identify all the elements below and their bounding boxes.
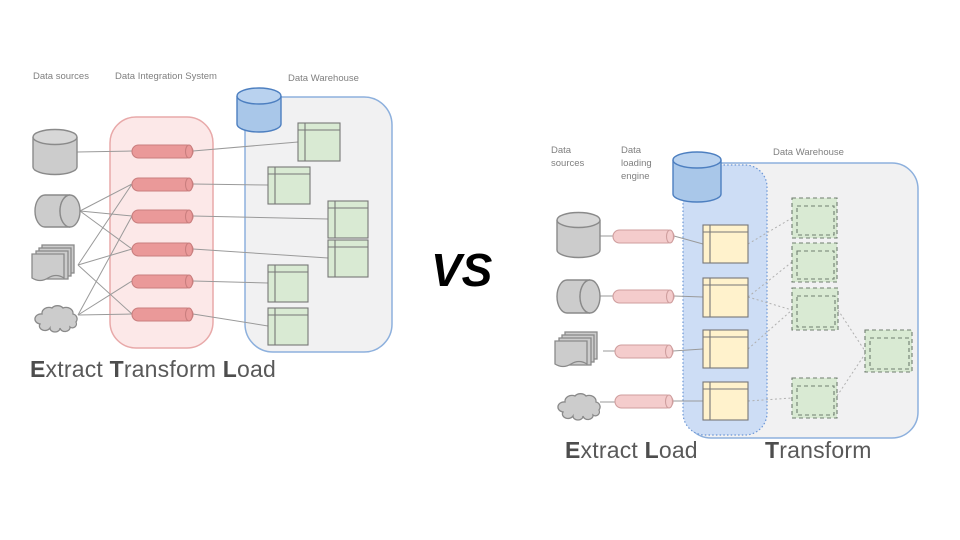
vs-text: VS [431, 244, 493, 296]
dashed-table-icon [791, 287, 839, 331]
elt-transform-connectors [747, 217, 866, 402]
table-icon [702, 224, 749, 264]
elt-label-data-warehouse: Data Warehouse [773, 147, 844, 158]
etl-label-data-warehouse: Data Warehouse [288, 73, 359, 84]
etl-caption-e: E [30, 356, 46, 382]
elt-caption-extract-load: Extract Load [565, 437, 698, 463]
etl-warehouse-db-icon [236, 87, 282, 133]
elt-label-data-sources: Data sources [551, 145, 585, 169]
pipeline-pill [612, 229, 675, 244]
table-icon [327, 200, 369, 239]
elt-label-loading-engine: Data loading engine [621, 145, 652, 182]
elt-warehouse-db-icon [672, 151, 722, 203]
etl-load-connectors [192, 141, 329, 327]
pipeline-pill [131, 242, 194, 257]
elt-caption-t: T [765, 437, 780, 463]
elt-pipeline-pills [612, 229, 675, 409]
table-icon [267, 307, 309, 346]
source-database-icon [556, 211, 601, 259]
table-icon [267, 166, 311, 205]
pipeline-pill [131, 307, 194, 322]
pipeline-pill [614, 344, 674, 359]
table-icon [297, 122, 341, 162]
pipeline-pill [614, 394, 674, 409]
source-database-icon [32, 128, 78, 176]
pipeline-pill [131, 209, 194, 224]
dashed-table-icon [864, 329, 913, 373]
elt-caption-e: E [565, 437, 581, 463]
elt-diagram-svg [554, 151, 919, 439]
etl-label-integration-system: Data Integration System [115, 71, 217, 82]
table-icon [702, 329, 749, 369]
etl-warehouse-tables [267, 122, 369, 346]
etl-caption-l: L [222, 356, 238, 382]
pipeline-pill [131, 274, 194, 289]
etl-pipeline-pills [131, 144, 194, 322]
source-cloud-icon [557, 393, 601, 421]
source-cloud-icon [34, 305, 78, 333]
dashed-table-icon [791, 197, 838, 239]
elt-raw-tables [702, 224, 749, 421]
source-documents-icon [31, 244, 75, 282]
etl-diagram-svg [31, 87, 393, 353]
elt-caption-transform: Transform [765, 437, 872, 463]
etl-caption: Extract Transform Load [30, 356, 276, 382]
table-icon [267, 264, 309, 303]
elt-source-connectors [600, 235, 704, 403]
etl-caption-t: T [109, 356, 124, 382]
pipeline-pill [131, 144, 194, 159]
table-icon [702, 381, 749, 421]
source-documents-icon [554, 331, 598, 368]
source-database-side-icon [556, 279, 601, 314]
dashed-table-icon [791, 242, 838, 283]
etl-source-connectors [76, 150, 133, 316]
table-icon [702, 277, 749, 318]
source-database-side-icon [34, 194, 81, 228]
elt-transformed-tables [791, 197, 913, 419]
pipeline-pill [612, 289, 675, 304]
pipeline-pill [131, 177, 194, 192]
dashed-table-icon [791, 377, 838, 419]
etl-label-data-sources: Data sources [33, 71, 89, 82]
elt-caption-l: L [644, 437, 659, 463]
table-icon [327, 239, 369, 278]
